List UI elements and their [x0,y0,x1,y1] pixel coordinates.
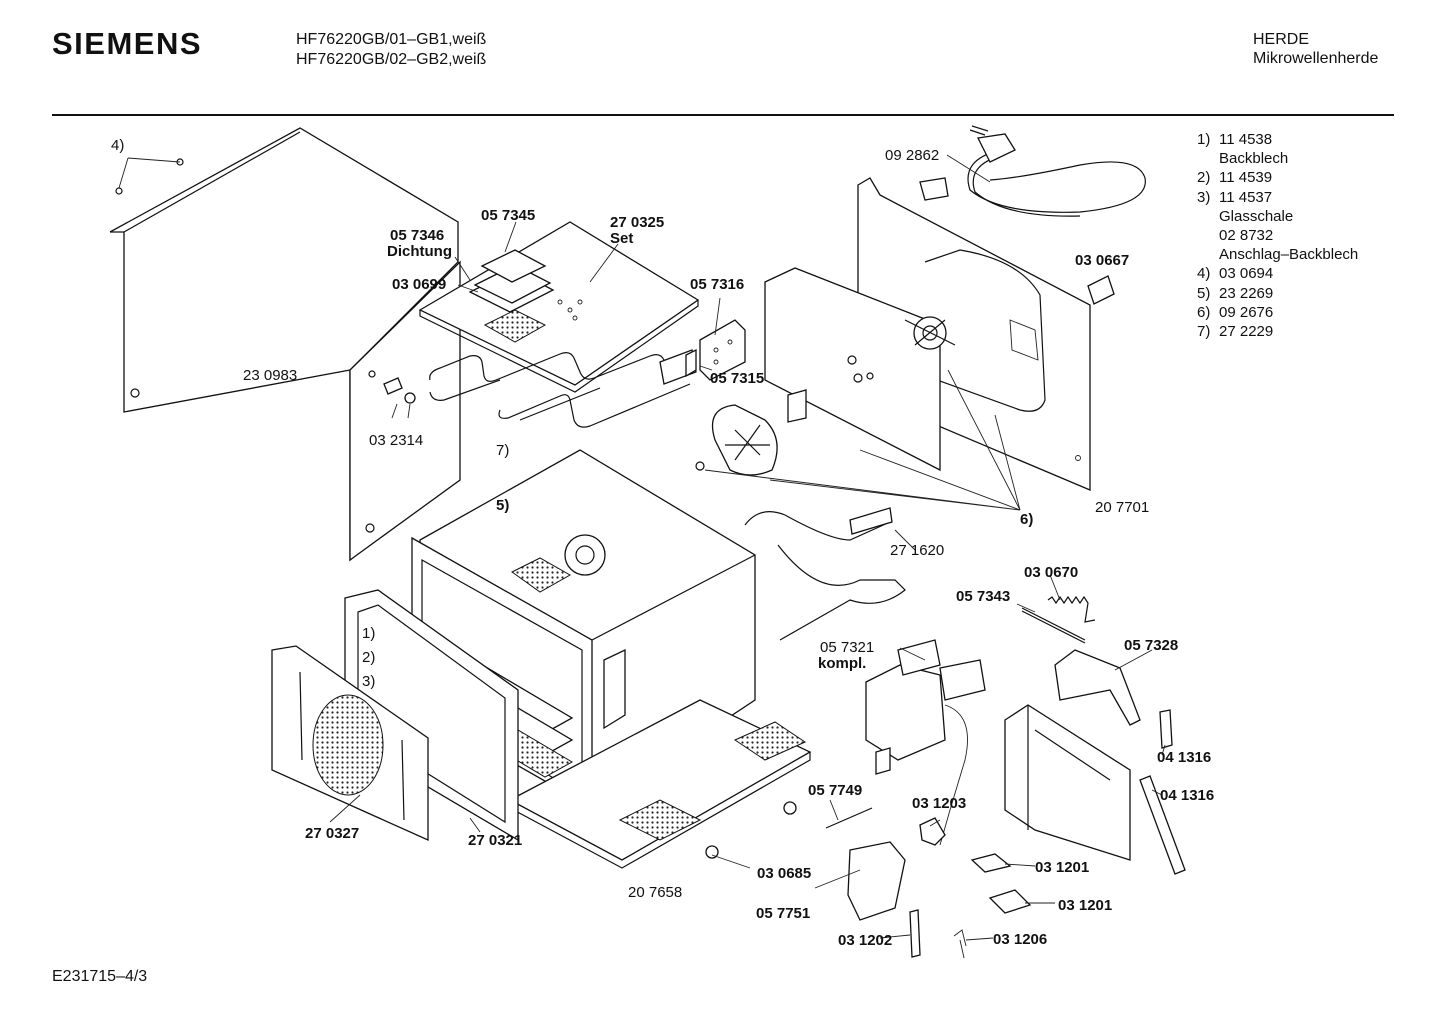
leader-lines [329,154,1166,941]
label-207701: 20 7701 [1095,499,1149,516]
label-031203: 03 1203 [912,795,966,812]
legend-code: 11 4538 [1219,131,1273,148]
lock-slider-part [1159,709,1173,749]
legend-row: 5) 23 2269 [1197,284,1358,303]
label-031201-b: 03 1201 [1058,897,1112,914]
legend-code: 11 4537 [1219,188,1273,206]
legend-num: 5) [1197,284,1211,302]
label-2: 2) [362,649,375,666]
label-031206: 03 1206 [993,931,1047,948]
label-270321: 27 0321 [468,832,522,849]
switch-assembly-part [865,639,986,846]
latch-plate-part [1004,704,1131,861]
label-057345: 05 7345 [481,207,535,224]
gasket-stack-part [468,249,555,313]
label-057316: 05 7316 [690,276,744,293]
spring-part [1047,595,1096,623]
category-block: HERDE Mikrowellenherde [1253,30,1378,68]
inner-panel-part [764,267,941,472]
door-panel-part [271,645,429,842]
label-230983: 23 0983 [243,367,297,384]
legend-row: 6) 09 2676 [1197,303,1358,322]
outer-cabinet-part [109,127,461,562]
legend-code: 11 4539 [1219,169,1273,187]
label-031201-a: 03 1201 [1035,859,1089,876]
label-207658: 20 7658 [628,884,682,901]
label-270325: 27 0325 [610,214,664,231]
bolt-parts [383,377,416,419]
label-057749: 05 7749 [808,782,862,799]
legend-code: 23 2269 [1219,284,1274,302]
label-1: 1) [362,625,375,642]
screw-parts [115,157,184,195]
label-057346: 05 7346 [390,227,444,244]
label-271620: 27 1620 [890,542,944,559]
subcategory-title: Mikrowellenherde [1253,50,1379,67]
label-030685: 03 0685 [757,865,811,882]
label-057343: 05 7343 [956,588,1010,605]
label-057315: 05 7315 [710,370,764,387]
label-270327: 27 0327 [305,825,359,842]
legend-row: 2) 11 4539 [1197,168,1358,187]
label-057328: 05 7328 [1124,637,1178,654]
legend-row: 4) 03 0694 [1197,264,1358,283]
label-3: 3) [362,673,375,690]
label-092862: 09 2862 [885,147,939,164]
small-parts [705,801,1032,959]
legend-num: 3) [1197,188,1211,206]
leader-lines-6 [704,369,1021,511]
label-7: 7) [496,442,509,459]
legend-num: 1) [1197,131,1211,148]
parts-legend: 1)11 4538 Backblech 2)11 4539 3)11 4537 … [1197,130,1358,341]
label-057321: 05 7321 [820,639,874,656]
brand-logo: SIEMENS [52,26,203,61]
category-title: HERDE [1253,31,1310,48]
rod-part [1021,607,1086,644]
label-041316-b: 04 1316 [1160,787,1214,804]
label-4: 4) [111,137,124,154]
model-numbers: HF76220GB/01–GB1,weiß HF76220GB/02–GB2,w… [296,30,486,70]
legend-row: 7) 27 2229 [1197,322,1358,341]
label-032314: 03 2314 [369,432,423,449]
header-rule [52,114,1394,116]
legend-code: 03 0694 [1219,265,1274,283]
fan-wheel-part [695,404,778,476]
legend-num: 2) [1197,169,1211,187]
label-030667: 03 0667 [1075,252,1129,269]
legend-num: 4) [1197,265,1211,283]
bracket-parts [685,319,746,381]
legend-code: 09 2676 [1219,303,1274,321]
label-057321-kompl: kompl. [818,655,866,672]
label-270325-set: Set [610,230,633,247]
label-030670: 03 0670 [1024,564,1078,581]
label-057346-dichtung: Dichtung [387,243,452,260]
label-6: 6) [1020,511,1033,528]
document-number: E231715–4/3 [52,968,148,985]
label-030699: 03 0699 [392,276,446,293]
legend-desc: Anschlag–Backblech [1219,246,1359,264]
label-041316-a: 04 1316 [1157,749,1211,766]
fan-motor-part [904,316,956,350]
label-057751: 05 7751 [756,905,810,922]
latch-bracket-part [1054,649,1141,726]
legend-num: 6) [1197,303,1211,321]
label-5: 5) [496,497,509,514]
power-cord-part [967,125,1146,217]
model-line-2: HF76220GB/02–GB2,weiß [296,51,487,68]
label-031202: 03 1202 [838,932,892,949]
legend-row: 3) 11 4537 [1197,188,1358,207]
top-plate-part [418,221,700,393]
lock-bar-part [1139,775,1186,875]
legend-code: 27 2229 [1219,323,1274,341]
legend-desc: Backblech [1219,150,1289,168]
model-line-1: HF76220GB/01–GB1,weiß [296,31,487,48]
legend-desc: Glasschale [1219,207,1294,225]
legend-code-extra: 02 8732 [1219,227,1274,245]
legend-num: 7) [1197,323,1211,341]
wiring-harness-part [744,507,906,641]
legend-row: 1) 11 4538 [1197,130,1358,149]
